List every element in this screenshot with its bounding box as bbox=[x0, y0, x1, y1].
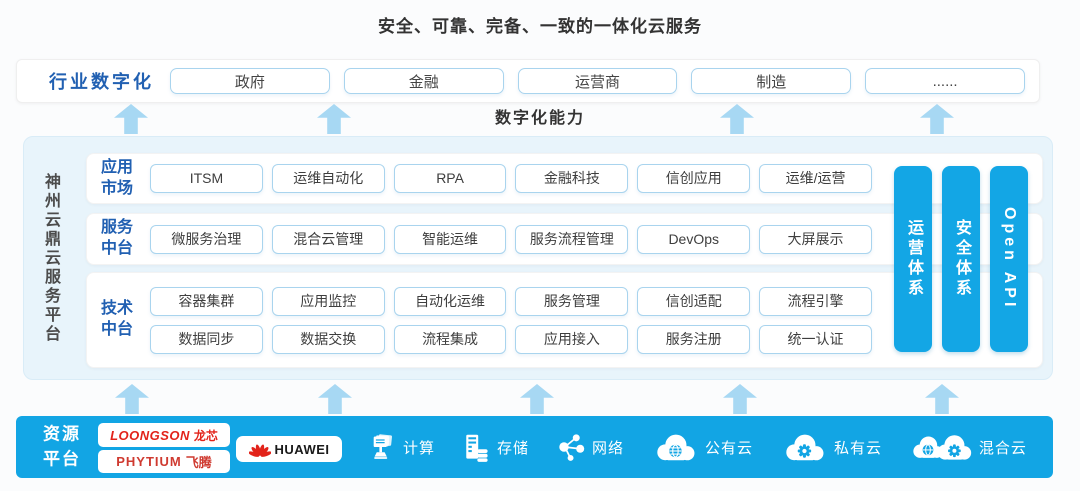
capability-chip: DevOps bbox=[637, 224, 751, 254]
industry-item-carrier: 运营商 bbox=[517, 68, 678, 94]
phytium-cn-label: 飞腾 bbox=[185, 455, 212, 470]
industry-item-more: ...... bbox=[865, 68, 1025, 94]
capability-chip: 智能运维 bbox=[393, 224, 507, 254]
up-arrow-icon bbox=[723, 384, 757, 414]
capability-chip: 信创应用 bbox=[637, 164, 751, 193]
capability-chip: 应用监控 bbox=[271, 286, 385, 316]
capability-chip: 统一认证 bbox=[759, 324, 872, 354]
digital-capability-label: 数字化能力 bbox=[494, 110, 585, 127]
industry-item-manufacturing: 制造 bbox=[691, 68, 852, 94]
capability-chip: RPA bbox=[393, 164, 507, 193]
capability-chip: 服务流程管理 bbox=[515, 224, 629, 254]
capability-chip: 大屏展示 bbox=[759, 224, 872, 254]
row-label: 服务中台 bbox=[101, 219, 134, 257]
loongson-logo: LOONGSON 龙芯 bbox=[98, 423, 230, 447]
capability-chip: 运维/运营 bbox=[759, 164, 872, 193]
storage-icon bbox=[463, 433, 490, 462]
capability-chip: 服务注册 bbox=[637, 324, 751, 354]
capability-chip: 流程引擎 bbox=[759, 286, 872, 316]
industry-item-government: 政府 bbox=[170, 68, 330, 94]
resource-hybrid-cloud: 混合云 bbox=[910, 431, 1027, 463]
resource-public-cloud: 公有云 bbox=[652, 431, 753, 463]
resource-network: 网络 bbox=[557, 433, 624, 461]
resource-label: 存储 bbox=[496, 439, 529, 457]
huawei-logo: HUAWEI bbox=[236, 436, 342, 462]
resource-label: 混合云 bbox=[978, 439, 1027, 457]
resource-storage: 存储 bbox=[463, 433, 529, 462]
capability-chip: 混合云管理 bbox=[271, 224, 385, 254]
platform-side-label: 神州云鼎云服务平台 bbox=[42, 172, 59, 344]
up-arrow-icon bbox=[318, 384, 352, 414]
resource-label: 私有云 bbox=[833, 439, 882, 457]
row-label: 技术中台 bbox=[101, 300, 134, 338]
capability-chip: 运维自动化 bbox=[271, 164, 385, 193]
page-title: 安全、可靠、完备、一致的一体化云服务 bbox=[378, 17, 702, 36]
capability-chip: 自动化运维 bbox=[393, 286, 507, 316]
pillar-open-api: Open API bbox=[990, 166, 1028, 352]
industry-band-label: 行业数字化 bbox=[49, 72, 154, 92]
row-app-market: 应用市场 ITSM 运维自动化 RPA 金融科技 信创应用 运维/运营 bbox=[86, 153, 1043, 204]
private-cloud-icon bbox=[781, 431, 827, 463]
row-tech-middle-platform: 技术中台 容器集群 应用监控 自动化运维 服务管理 信创适配 流程引擎 数据同步… bbox=[86, 272, 1043, 368]
capability-chip: ITSM bbox=[150, 164, 263, 193]
capability-chip: 容器集群 bbox=[150, 286, 263, 316]
resource-band: 资源 平台 LOONGSON 龙芯 PHYTIUM 飞腾 bbox=[16, 416, 1053, 478]
pillar-security-system: 安全体系 bbox=[942, 166, 980, 352]
capability-chip: 数据交换 bbox=[271, 324, 385, 354]
capability-chip: 流程集成 bbox=[393, 324, 507, 354]
industry-items: 政府 金融 运营商 制造 ...... bbox=[170, 68, 1025, 94]
network-icon bbox=[557, 433, 585, 461]
industry-band: 行业数字化 政府 金融 运营商 制造 ...... bbox=[16, 59, 1040, 103]
capability-chip: 数据同步 bbox=[150, 324, 263, 354]
capability-chip: 信创适配 bbox=[637, 286, 751, 316]
hybrid-cloud-icon bbox=[910, 431, 972, 463]
platform-box: 神州云鼎云服务平台 应用市场 ITSM 运维自动化 RPA 金融科技 信创应用 … bbox=[23, 136, 1053, 380]
pillar-operation-system: 运营体系 bbox=[894, 166, 932, 352]
capability-chip: 金融科技 bbox=[515, 164, 629, 193]
resource-items: 计算 bbox=[368, 416, 1027, 478]
resource-label: 计算 bbox=[403, 439, 436, 457]
row-service-middle-platform: 服务中台 微服务治理 混合云管理 智能运维 服务流程管理 DevOps 大屏展示 bbox=[86, 213, 1043, 265]
industry-item-finance: 金融 bbox=[343, 68, 504, 94]
resource-compute: 计算 bbox=[368, 433, 435, 461]
up-arrow-icon bbox=[115, 384, 149, 414]
phytium-wordmark: PHYTIUM bbox=[116, 454, 182, 469]
capability-chip: 服务管理 bbox=[515, 286, 629, 316]
capability-chip: 应用接入 bbox=[515, 324, 629, 354]
resource-label: 网络 bbox=[591, 439, 624, 457]
up-arrow-icon bbox=[520, 384, 554, 414]
phytium-logo: PHYTIUM 飞腾 bbox=[98, 450, 230, 473]
resource-band-label: 资源 平台 bbox=[43, 424, 81, 468]
up-arrow-icon bbox=[925, 384, 959, 414]
resource-private-cloud: 私有云 bbox=[781, 431, 882, 463]
resource-label: 公有云 bbox=[704, 439, 753, 457]
huawei-flower-icon bbox=[248, 440, 271, 458]
compute-icon bbox=[368, 433, 396, 461]
huawei-wordmark: HUAWEI bbox=[274, 441, 330, 457]
public-cloud-icon bbox=[652, 431, 698, 463]
capability-chip: 微服务治理 bbox=[150, 224, 263, 254]
loongson-cn-label: 龙芯 bbox=[193, 428, 218, 443]
loongson-wordmark: LOONGSON bbox=[110, 427, 190, 443]
row-label: 应用市场 bbox=[101, 158, 134, 197]
